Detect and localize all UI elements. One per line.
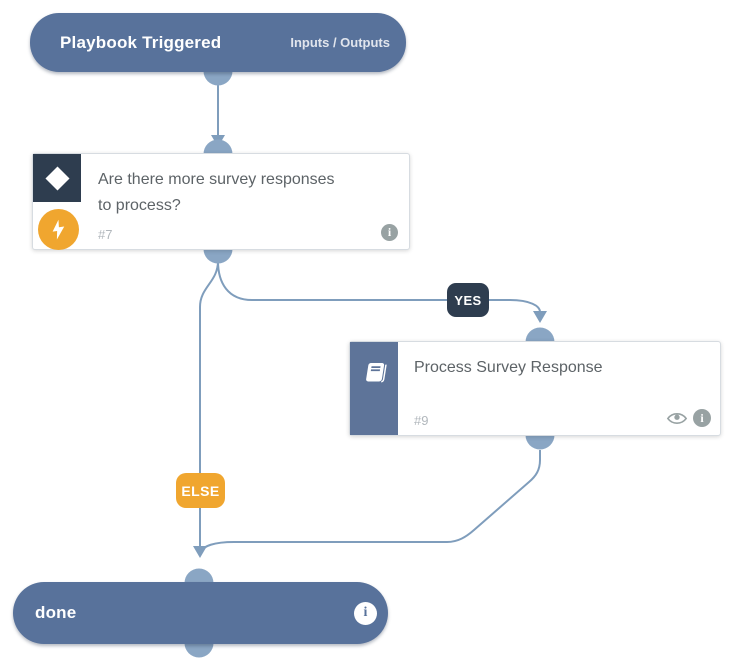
arrowhead-down-icon [533, 311, 547, 323]
else-label: ELSE [181, 482, 220, 499]
decision-title: Are there more survey responses to proce… [98, 171, 335, 214]
end-title: done [35, 603, 77, 622]
book-icon [365, 362, 387, 383]
process-id: #9 [414, 413, 429, 428]
branch-label-else[interactable]: ELSE [176, 473, 225, 508]
decision-diamond-icon [44, 165, 70, 191]
action-bolt-badge [38, 209, 79, 250]
eye-icon[interactable] [666, 411, 688, 426]
trigger-title: Playbook Triggered [60, 32, 222, 52]
edge-else-branch [199, 260, 219, 546]
process-title: Process Survey Response [414, 359, 603, 376]
info-icon[interactable]: i [381, 224, 398, 241]
playbook-type-strip [350, 342, 398, 435]
info-icon[interactable]: i [693, 409, 711, 427]
node-decision[interactable]: Are there more survey responses to proce… [32, 153, 410, 250]
decision-id: #7 [98, 227, 113, 242]
lightning-icon [52, 219, 65, 240]
inputs-outputs-link[interactable]: Inputs / Outputs [290, 35, 390, 50]
info-glyph: i [387, 225, 392, 239]
info-icon[interactable]: i [354, 601, 377, 625]
edge-yes-branch [217, 260, 541, 313]
info-glyph: i [363, 605, 368, 620]
node-process-survey-response[interactable]: Process Survey Response #9 i [349, 341, 721, 436]
node-done[interactable]: done i [13, 582, 388, 644]
decision-type-square [33, 154, 81, 202]
node-playbook-triggered[interactable]: Playbook Triggered Inputs / Outputs [30, 13, 406, 72]
branch-label-yes[interactable]: YES [447, 283, 489, 317]
info-glyph: i [700, 410, 704, 425]
yes-label: YES [454, 292, 482, 308]
edge-process-to-done [200, 450, 541, 553]
